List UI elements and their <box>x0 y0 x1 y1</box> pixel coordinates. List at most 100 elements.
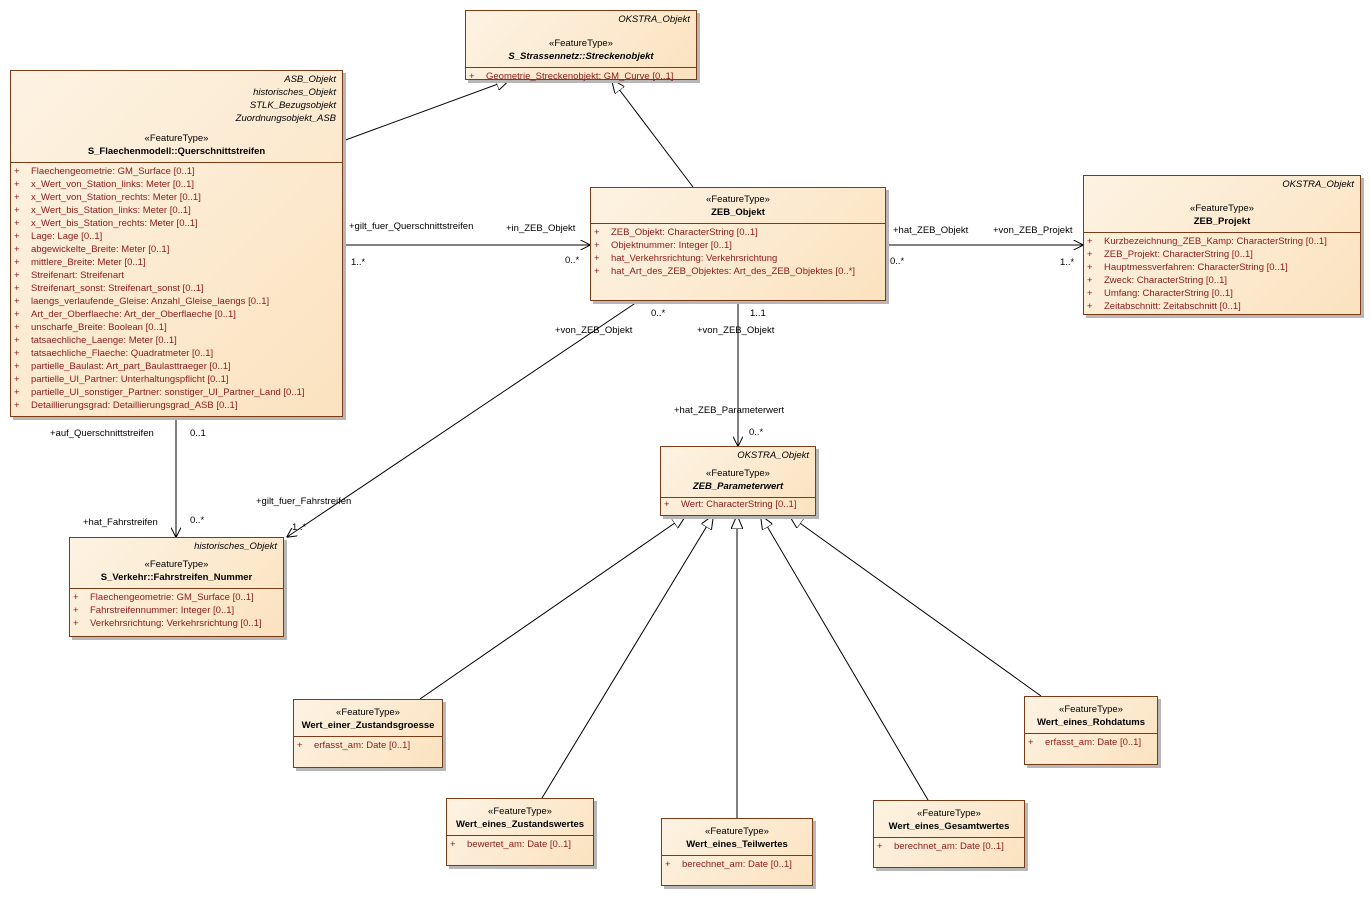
multiplicity: 1..* <box>351 257 366 268</box>
multiplicity: 1..* <box>1060 257 1075 268</box>
tagged-value: OKSTRA_Objekt <box>618 14 690 25</box>
attribute: +Umfang: CharacterString [0..1] <box>1087 288 1233 299</box>
class-name: Wert_eines_Gesamtwertes <box>888 821 1010 832</box>
class-zeb-projekt[interactable]: OKSTRA_Objekt «FeatureType» ZEB_Projekt … <box>1083 175 1361 315</box>
attribute: +Objektnummer: Integer [0..1] <box>594 240 732 251</box>
role-gilt-fuer-fahrstreifen: +gilt_fuer_Fahrstreifen <box>256 496 352 507</box>
multiplicity: 1..* <box>292 522 307 533</box>
class-wert-einer-zustandsgroesse[interactable]: «FeatureType» Wert_einer_Zustandsgroesse… <box>293 699 443 768</box>
attribute: +tatsaechliche_Flaeche: Quadratmeter [0.… <box>14 348 214 359</box>
class-name: Wert_einer_Zustandsgroesse <box>301 720 435 731</box>
class-name: ZEB_Parameterwert <box>692 481 784 492</box>
stereotype: «FeatureType» <box>706 194 770 205</box>
tagged-value: OKSTRA_Objekt <box>1282 179 1354 190</box>
stereotype: «FeatureType» <box>1059 704 1123 715</box>
role-von-zeb-projekt: +von_ZEB_Projekt <box>993 225 1073 236</box>
stereotype: «FeatureType» <box>549 38 613 49</box>
stereotype: «FeatureType» <box>144 133 209 144</box>
attribute: +Detaillierungsgrad: Detaillierungsgrad_… <box>14 400 238 411</box>
attribute: +Zweck: CharacterString [0..1] <box>1087 275 1228 286</box>
multiplicity: 0..* <box>651 308 666 319</box>
role-von-zeb-objekt: +von_ZEB_Objekt <box>697 325 775 336</box>
tagged-value: historisches_Objekt <box>194 541 277 552</box>
role-hat-zeb-parameterwert: +hat_ZEB_Parameterwert <box>674 405 785 416</box>
attribute: +Kurzbezeichnung_ZEB_Kamp: CharacterStri… <box>1087 236 1327 247</box>
tagged-value: STLK_Bezugsobjekt <box>249 100 336 111</box>
attribute: +partielle_Baulast: Art_part_Baulasttrae… <box>14 361 231 372</box>
multiplicity: 0..* <box>749 427 764 438</box>
attribute: +partielle_UI_Partner: Unterhaltungspfli… <box>14 374 229 385</box>
attribute: +Zeitabschnitt: Zeitabschnitt [0..1] <box>1087 301 1241 312</box>
multiplicity: 0..* <box>565 255 580 266</box>
class-wert-eines-gesamtwertes[interactable]: «FeatureType» Wert_eines_Gesamtwertes +b… <box>873 800 1025 868</box>
attribute: +Geometrie_Streckenobjekt: GM_Curve [0..… <box>469 71 674 82</box>
attribute: +x_Wert_bis_Station_links: Meter [0..1] <box>14 205 191 216</box>
attribute: +Wert: CharacterString [0..1] <box>664 499 797 510</box>
class-wert-eines-zustandswertes[interactable]: «FeatureType» Wert_eines_Zustandswertes … <box>446 798 594 866</box>
attribute: +hat_Verkehrsrichtung: Verkehrsrichtung <box>594 253 778 264</box>
attribute: +erfasst_am: Date [0..1] <box>1028 737 1142 748</box>
attribute: +Hauptmessverfahren: CharacterString [0.… <box>1087 262 1288 273</box>
role-in-zeb-objekt: +in_ZEB_Objekt <box>506 223 576 234</box>
attribute: +tatsaechliche_Laenge: Meter [0..1] <box>14 335 177 346</box>
tagged-value: historisches_Objekt <box>253 87 336 98</box>
multiplicity: 1..1 <box>750 308 766 319</box>
attribute: +partielle_UI_sonstiger_Partner: sonstig… <box>14 387 305 398</box>
attribute: +x_Wert_von_Station_rechts: Meter [0..1] <box>14 192 201 203</box>
class-name: ZEB_Objekt <box>711 207 765 218</box>
gen-rohdatum <box>790 516 1042 697</box>
multiplicity: 0..* <box>190 515 205 526</box>
attribute: +x_Wert_von_Station_links: Meter [0..1] <box>14 179 194 190</box>
class-fahrstreifen-nummer[interactable]: historisches_Objekt «FeatureType» S_Verk… <box>69 537 284 637</box>
class-zeb-parameterwert[interactable]: OKSTRA_Objekt «FeatureType» ZEB_Paramete… <box>660 446 816 516</box>
class-name: ZEB_Projekt <box>1193 216 1251 227</box>
class-wert-eines-teilwertes[interactable]: «FeatureType» Wert_eines_Teilwertes +ber… <box>661 818 813 886</box>
class-streckenobjekt[interactable]: OKSTRA_Objekt «FeatureType» S_Strassenne… <box>465 10 697 82</box>
tagged-value: ASB_Objekt <box>284 74 336 85</box>
attribute: +x_Wert_bis_Station_rechts: Meter [0..1] <box>14 218 198 229</box>
role-gilt-fuer-querschnittstreifen: +gilt_fuer_Querschnittstreifen <box>349 221 474 232</box>
gen-zustandsgroesse <box>419 516 685 700</box>
attribute: +Streifenart_sonst: Streifenart_sonst [0… <box>14 283 204 294</box>
class-wert-eines-rohdatums[interactable]: «FeatureType» Wert_eines_Rohdatums +erfa… <box>1024 696 1158 765</box>
attribute: +hat_Art_des_ZEB_Objektes: Art_des_ZEB_O… <box>594 266 855 277</box>
attribute: +berechnet_am: Date [0..1] <box>665 859 792 870</box>
stereotype: «FeatureType» <box>144 559 209 570</box>
attribute: +Flaechengeometrie: GM_Surface [0..1] <box>73 592 254 603</box>
attribute: +ZEB_Objekt: CharacterString [0..1] <box>594 227 758 238</box>
role-hat-zeb-objekt: +hat_ZEB_Objekt <box>893 225 969 236</box>
gen-zustandswert <box>541 516 713 799</box>
class-zeb-objekt[interactable]: «FeatureType» ZEB_Objekt +ZEB_Objekt: Ch… <box>590 187 886 301</box>
class-name: S_Strassennetz::Streckenobjekt <box>508 51 654 62</box>
role-von-zeb-objekt: +von_ZEB_Objekt <box>555 325 633 336</box>
attribute: +abgewickelte_Breite: Meter [0..1] <box>14 244 170 255</box>
class-name: Wert_eines_Teilwertes <box>686 839 788 850</box>
stereotype: «FeatureType» <box>706 468 770 479</box>
stereotype: «FeatureType» <box>1190 203 1254 214</box>
attribute: +Flaechengeometrie: GM_Surface [0..1] <box>14 166 195 177</box>
tagged-value: OKSTRA_Objekt <box>737 450 809 461</box>
attribute: +Fahrstreifennummer: Integer [0..1] <box>73 605 235 616</box>
tagged-value: Zuordnungsobjekt_ASB <box>235 113 336 124</box>
stereotype: «FeatureType» <box>336 707 400 718</box>
attribute: +erfasst_am: Date [0..1] <box>297 740 411 751</box>
attribute: +laengs_verlaufende_Gleise: Anzahl_Gleis… <box>14 296 270 307</box>
attribute: +mittlere_Breite: Meter [0..1] <box>14 257 146 268</box>
class-querschnittstreifen[interactable]: ASB_Objekt historisches_Objekt STLK_Bezu… <box>10 70 343 417</box>
attribute: +Verkehrsrichtung: Verkehrsrichtung [0..… <box>73 618 262 629</box>
attribute: +ZEB_Projekt: CharacterString [0..1] <box>1087 249 1253 260</box>
stereotype: «FeatureType» <box>917 808 981 819</box>
attribute: +unscharfe_Breite: Boolean [0..1] <box>14 322 167 333</box>
class-name: Wert_eines_Rohdatums <box>1036 717 1146 728</box>
attribute: +Lage: Lage [0..1] <box>14 231 103 242</box>
multiplicity: 0..* <box>890 256 905 267</box>
role-hat-fahrstreifen: +hat_Fahrstreifen <box>83 517 158 528</box>
class-name: S_Flaechenmodell::Querschnittstreifen <box>87 146 266 157</box>
role-auf-querschnittstreifen: +auf_Querschnittstreifen <box>50 428 154 439</box>
attribute: +bewertet_am: Date [0..1] <box>450 839 572 850</box>
attribute: +berechnet_am: Date [0..1] <box>877 841 1004 852</box>
multiplicity: 0..1 <box>190 428 206 439</box>
stereotype: «FeatureType» <box>488 806 552 817</box>
class-name: Wert_eines_Zustandswertes <box>455 819 585 830</box>
gen-zebobjekt-to-strecke <box>612 80 694 188</box>
